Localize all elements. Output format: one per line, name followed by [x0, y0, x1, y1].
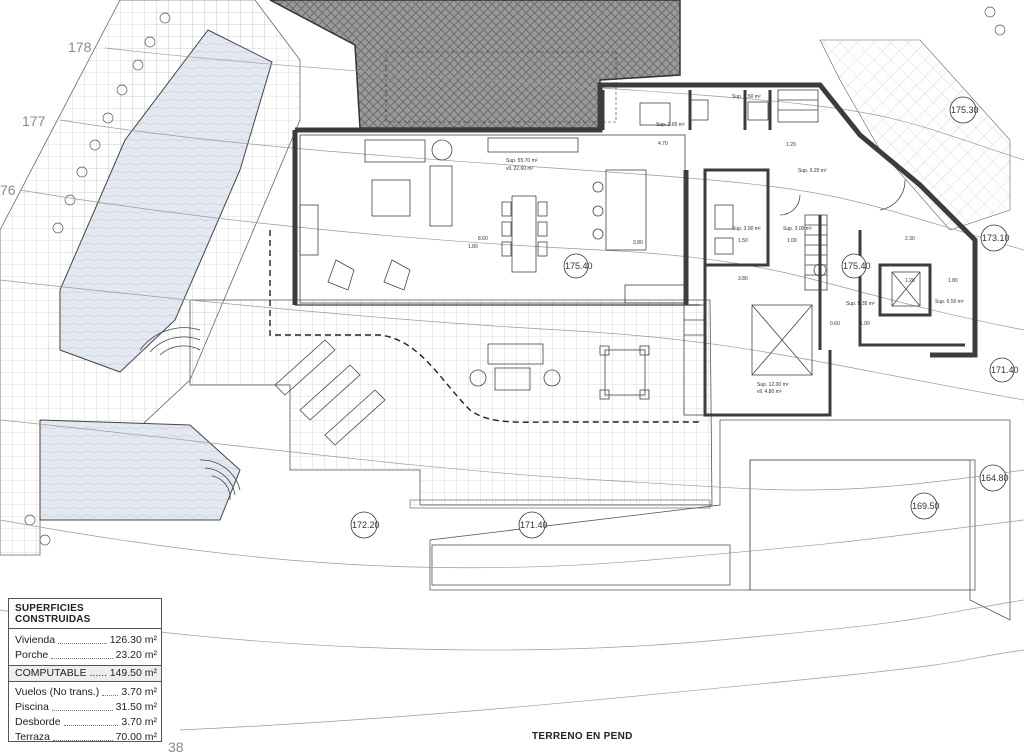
svg-text:3.80: 3.80 — [633, 240, 643, 246]
level-marker: 175.40 — [563, 253, 593, 279]
svg-text:1.20: 1.20 — [786, 142, 796, 148]
terrain-note: TERRENO EN PEND — [532, 731, 633, 742]
room-area: Sup. 6.50 m² — [935, 299, 964, 305]
level-marker: 175.30 — [949, 96, 979, 124]
level-marker: 175.40 — [841, 253, 871, 279]
interior-details — [274, 89, 921, 446]
room-area: Sup. 5.35 m² — [846, 301, 875, 307]
level-label: 169.50 — [912, 501, 940, 511]
room-area: Sup. 3.90 m² — [732, 226, 761, 232]
contour-lines — [0, 47, 1024, 731]
svg-text:0.60: 0.60 — [830, 321, 840, 327]
level-label: 175.30 — [951, 105, 979, 115]
room-area: Sup. 9.20 m² — [798, 168, 827, 174]
level-marker: 171.40 — [518, 511, 548, 539]
room-area-sub: vll. 22.60 m² — [506, 166, 534, 172]
svg-text:1.50: 1.50 — [738, 238, 748, 244]
room-area: Sup. 3.00 m² — [783, 226, 812, 232]
cantilever-outline — [269, 230, 700, 423]
computable-row: COMPUTABLE ......149.50 m² — [9, 665, 161, 682]
level-marker: 164.80 — [979, 464, 1009, 492]
right-terrace-grid — [819, 39, 1011, 231]
svg-text:2.30: 2.30 — [905, 236, 915, 242]
svg-text:1.20: 1.20 — [905, 278, 915, 284]
dimension-labels: 4.70 1.20 8.60 1.80 3.80 1.50 1.00 3.80 … — [468, 141, 958, 327]
level-label: 171.40 — [520, 520, 548, 530]
level-marker: 171.40 — [989, 357, 1019, 383]
level-marker: 173.10 — [980, 224, 1010, 252]
level-label: 173.10 — [982, 233, 1010, 243]
room-area: Sup. 2.50 m² — [732, 94, 761, 100]
svg-text:8.60: 8.60 — [478, 236, 488, 242]
contour-label: 38 — [168, 739, 184, 755]
svg-text:1.00: 1.00 — [787, 238, 797, 244]
svg-text:4.70: 4.70 — [658, 141, 668, 147]
planting-row — [24, 6, 1006, 546]
svg-text:1.00: 1.00 — [860, 321, 870, 327]
room-area-sub: vll. 4.80 m² — [757, 389, 782, 395]
svg-text:1.80: 1.80 — [468, 244, 478, 250]
level-markers: 175.30 173.10 175.40 175.40 171.40 172.2… — [350, 96, 1019, 539]
pool — [39, 29, 273, 521]
room-labels: Sup. 55.70 m² vll. 22.60 m² Sup. 2.65 m²… — [506, 94, 964, 395]
level-marker: 172.20 — [350, 511, 380, 539]
surface-table-title: SUPERFICIES CONSTRUIDAS — [9, 599, 161, 629]
level-marker: 169.50 — [910, 492, 940, 520]
level-label: 171.40 — [991, 365, 1019, 375]
contour-label: 177 — [22, 113, 46, 129]
svg-text:1.80: 1.80 — [948, 278, 958, 284]
svg-text:3.80: 3.80 — [738, 276, 748, 282]
level-label: 172.20 — [352, 520, 380, 530]
room-area: Sup. 12.00 m² — [757, 382, 789, 388]
table-row: Vuelos (No trans.)3.70 m² — [15, 686, 157, 698]
level-label: 175.40 — [565, 261, 593, 271]
main-terrace — [189, 299, 713, 509]
level-label: 164.80 — [981, 473, 1009, 483]
room-area: Sup. 55.70 m² — [506, 158, 538, 164]
contour-label: 178 — [68, 39, 92, 55]
room-area: Sup. 2.65 m² — [656, 122, 685, 128]
contour-label: 76 — [0, 182, 16, 198]
level-label: 175.40 — [843, 261, 871, 271]
